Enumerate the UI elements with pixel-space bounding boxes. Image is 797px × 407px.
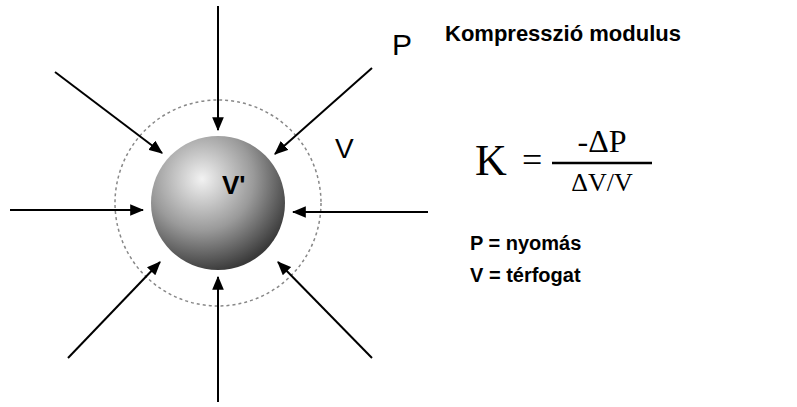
formula-denominator: ΔV/V: [571, 169, 633, 198]
formula-symbol: K: [475, 137, 507, 185]
formula-numerator: -ΔP: [577, 124, 626, 159]
pressure-arrow: [217, 6, 219, 130]
pressure-arrow: [217, 277, 219, 402]
pressure-arrow: [293, 211, 428, 213]
pressure-arrow: [278, 262, 372, 358]
volume-label: V': [222, 171, 246, 200]
legend-note: V = térfogat: [470, 264, 581, 286]
sphere-shape: [150, 135, 286, 271]
formula-equals: =: [522, 141, 542, 181]
pressure-arrow: [10, 209, 143, 211]
pressure-symbol: P: [392, 28, 412, 61]
legend-note: P = nyomás: [470, 232, 581, 254]
pressure-arrow: [68, 262, 160, 358]
pressure-arrow: [275, 68, 372, 154]
volume-symbol: V: [335, 134, 354, 165]
pressure-arrow: [55, 72, 162, 153]
pressure-arrows: [10, 6, 428, 402]
fraction-bar: [552, 162, 652, 165]
compressed-sphere: V': [150, 135, 286, 271]
title: Kompresszió modulus: [445, 22, 681, 46]
